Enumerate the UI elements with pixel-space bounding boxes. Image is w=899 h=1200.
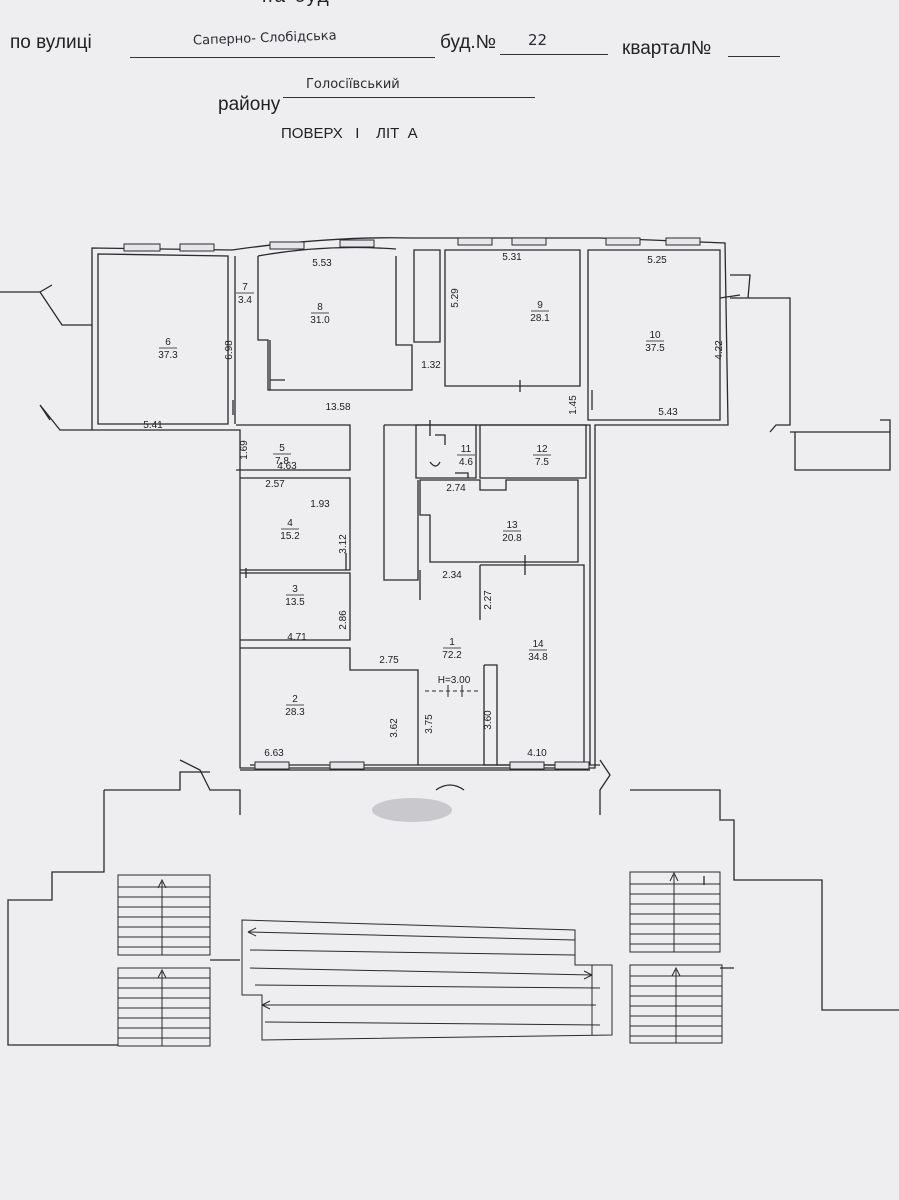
dimension-label: 2.27 [483, 590, 494, 610]
room-3-area: 13.5 [285, 597, 305, 608]
room-1-area: 72.2 [442, 650, 462, 661]
room-1-number: 1 [449, 637, 455, 648]
room-11-area: 4.6 [459, 457, 473, 468]
dimension-label: 3.60 [483, 710, 494, 730]
room-8-number: 8 [317, 302, 323, 313]
room-5-number: 5 [279, 443, 285, 454]
dimension-label: 3.12 [338, 534, 349, 554]
room-14-area: 34.8 [528, 652, 548, 663]
room-11-number: 11 [461, 444, 472, 455]
room-5-area: 7.8 [275, 456, 289, 467]
room-12-area: 7.5 [535, 457, 549, 468]
room-4-number: 4 [287, 518, 293, 529]
dimension-label: 2.34 [442, 570, 462, 581]
district-label: району [218, 94, 281, 115]
room-6-number: 6 [165, 337, 171, 348]
dimension-label: 5.31 [502, 252, 522, 263]
dimension-label: 4.71 [287, 632, 307, 643]
dimension-label: 5.41 [143, 420, 163, 431]
room-6-area: 37.3 [158, 350, 178, 361]
room-4-area: 15.2 [280, 531, 300, 542]
block-underline [728, 56, 780, 57]
dimension-label: 4.22 [714, 340, 725, 360]
ceiling-height-label: H=3.00 [438, 675, 471, 686]
room-10-area: 37.5 [645, 343, 665, 354]
building-label: буд.№ [440, 32, 497, 53]
dimension-label: 2.74 [446, 483, 466, 494]
dimension-label: 6.63 [264, 748, 284, 759]
dimension-label: 1.45 [568, 395, 579, 415]
room-2-area: 28.3 [285, 707, 305, 718]
street-underline [130, 57, 435, 58]
building-value: 22 [528, 31, 548, 49]
dimension-label: 1.93 [310, 499, 330, 510]
dimension-label: 3.62 [389, 718, 400, 738]
dimension-label: 5.25 [647, 255, 667, 266]
floor-label: ПОВЕРХ І ЛІТ А [281, 125, 418, 142]
room-3-number: 3 [292, 584, 298, 595]
room-2-number: 2 [292, 694, 298, 705]
dimension-label: 3.75 [424, 714, 435, 734]
title-cut: на буд [262, 0, 331, 8]
room-13-area: 20.8 [502, 533, 522, 544]
room-9-number: 9 [537, 300, 543, 311]
smudge [372, 798, 452, 822]
dimension-label: 13.58 [325, 402, 350, 413]
street-label: по вулиці [10, 32, 92, 53]
dimension-label: 2.57 [265, 479, 285, 490]
room-14-number: 14 [532, 639, 544, 650]
dimension-label: 2.75 [379, 655, 399, 666]
room-7-area: 3.4 [238, 295, 252, 306]
room-10-number: 10 [649, 330, 661, 341]
block-label: квартал№ [622, 38, 712, 59]
room-7-number: 7 [242, 282, 248, 293]
dimension-label: 1.69 [239, 440, 250, 460]
room-12-number: 12 [536, 444, 548, 455]
room-8-area: 31.0 [310, 315, 330, 326]
district-underline [283, 97, 535, 98]
room-9-area: 28.1 [530, 313, 550, 324]
dimension-label: 6.98 [224, 340, 235, 360]
dimension-label: 4.63 [277, 461, 297, 472]
building-underline [500, 54, 608, 55]
dimension-label: 5.43 [658, 407, 678, 418]
district-value: Голосіївський [306, 77, 400, 92]
dimension-label: 5.29 [450, 288, 461, 308]
dimension-label: 4.10 [527, 748, 547, 759]
dimension-label: 5.53 [312, 258, 332, 269]
dimension-label: 2.86 [338, 610, 349, 630]
room-13-number: 13 [506, 520, 518, 531]
dimension-label: 1.32 [421, 360, 441, 371]
